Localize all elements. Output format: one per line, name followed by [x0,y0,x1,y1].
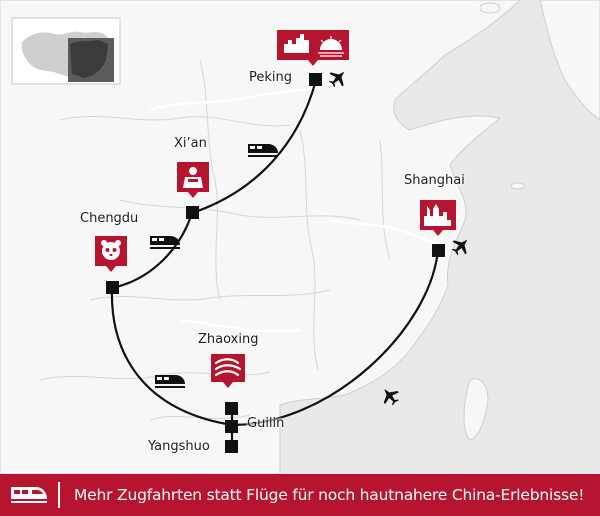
river-waves-icon [211,354,245,388]
island [479,2,501,14]
train-icon [248,144,278,157]
city-label-chengdu: Chengdu [80,211,139,226]
city-label-xian: Xi’an [174,136,207,151]
station-zhaoxing [225,402,238,415]
station-yangshuo [225,440,238,453]
city-label-peking: Peking [249,70,293,85]
rail-xian-chengdu [111,212,194,290]
city-label-shanghai: Shanghai [404,173,465,188]
island [510,182,526,190]
station-shanghai [432,244,445,257]
footer-text: Mehr Zugfahrten statt Flüge für noch hau… [74,486,585,504]
china-locator-icon [11,17,121,85]
station-peking [309,73,322,86]
flight-guilin-shanghai [231,249,440,427]
station-guilin [225,420,238,433]
footer-divider [58,482,60,508]
station-chengdu [106,281,119,294]
shanghai-skyline-icon [420,200,456,236]
footer-banner: Mehr Zugfahrten statt Flüge für noch hau… [0,474,600,516]
panda-icon [95,236,127,272]
train-icon [0,474,58,516]
city-label-yangshuo: Yangshuo [148,439,210,454]
plane-icon [383,389,399,406]
taiwan-island [463,378,489,441]
great-wall-sunrise-icon [277,30,349,66]
train-icon [150,236,180,249]
train-icon [155,375,185,388]
rail-peking-xian [191,79,318,215]
peninsula [539,0,600,121]
city-label-guilin: Guilin [247,416,285,431]
terracotta-warrior-icon [177,162,209,198]
station-xian [186,206,199,219]
rail-chengdu-guilin [110,287,233,427]
station-markers [106,73,445,453]
city-label-zhaoxing: Zhaoxing [198,332,259,347]
